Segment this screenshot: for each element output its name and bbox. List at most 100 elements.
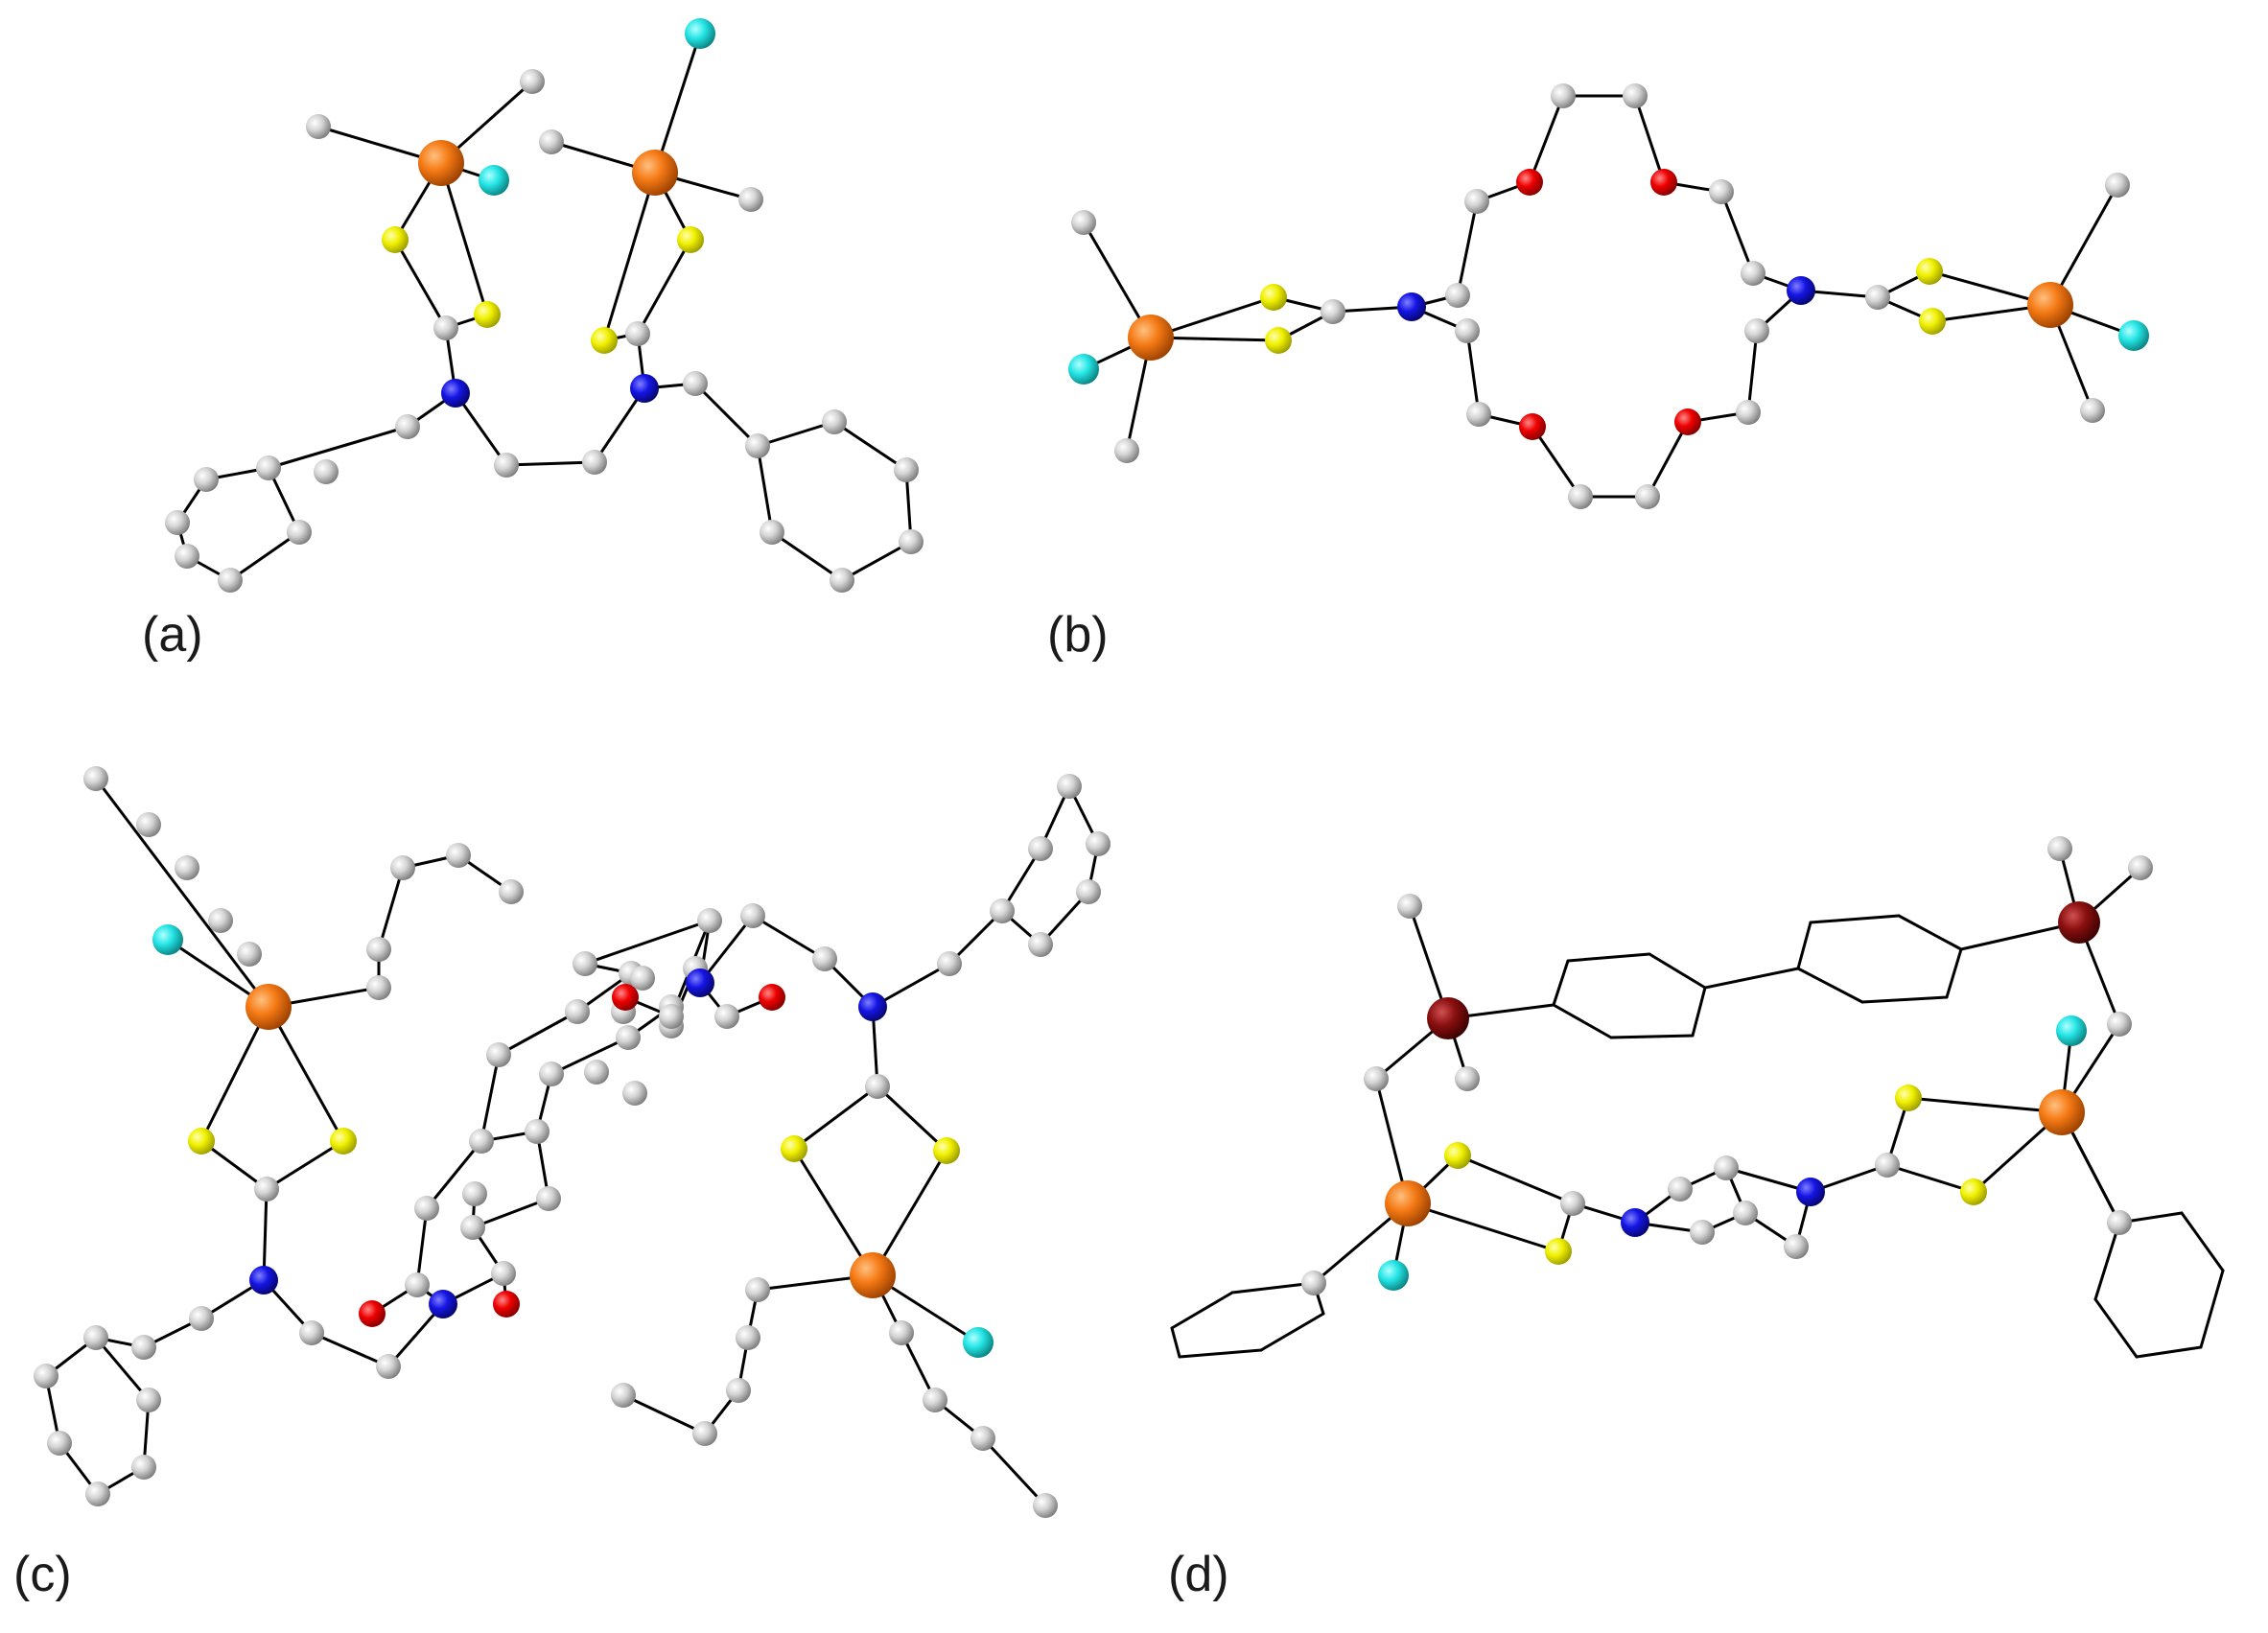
bond: [439, 161, 489, 316]
atom-c: [1364, 1066, 1389, 1091]
atom-cl: [2118, 320, 2149, 351]
bond: [840, 540, 913, 582]
atom-c: [625, 321, 650, 346]
atom-c: [889, 1320, 914, 1345]
bond: [1609, 1034, 1695, 1039]
atom-s: [1260, 284, 1287, 311]
bond: [981, 1436, 1047, 1507]
atom-c: [34, 1364, 58, 1388]
atom-c: [1086, 831, 1111, 856]
bond: [1906, 1096, 2064, 1114]
atom-c: [1071, 210, 1096, 235]
bond: [751, 914, 827, 961]
atom-c: [726, 1378, 751, 1403]
bond: [1646, 420, 1690, 499]
atom-c: [486, 1042, 511, 1067]
atom-c: [175, 544, 199, 569]
atom-c: [414, 1196, 439, 1221]
atom-c: [683, 371, 708, 396]
atom-cl: [1378, 1260, 1409, 1291]
atom-layer: [34, 18, 2153, 1518]
atom-c: [85, 1481, 110, 1506]
atom-c: [697, 908, 722, 933]
atom-n: [1796, 1178, 1825, 1206]
atom-c: [1568, 484, 1593, 509]
bond: [1703, 967, 1800, 990]
atom-c: [1076, 879, 1101, 904]
atom-c: [1397, 894, 1422, 919]
atom-c: [573, 951, 597, 976]
bond: [2093, 1297, 2139, 1359]
bond: [2199, 1269, 2225, 1349]
bond: [1796, 921, 1812, 970]
bond: [871, 1149, 948, 1277]
bond: [415, 1206, 429, 1287]
atom-c: [314, 459, 339, 484]
atom-c: [622, 1081, 647, 1106]
atom-c: [611, 1383, 636, 1408]
bond: [2135, 1345, 2203, 1359]
bond: [693, 382, 760, 448]
atom-o: [1674, 408, 1701, 435]
atom-c: [822, 409, 847, 434]
bond: [1456, 199, 1479, 297]
atom-c: [287, 520, 312, 545]
atom-c: [738, 187, 763, 212]
atom-c: [208, 908, 233, 933]
bond: [1648, 952, 1707, 990]
atom-s: [474, 301, 501, 328]
atom-c: [390, 855, 415, 880]
bond: [832, 420, 908, 472]
bond: [1406, 1201, 1560, 1253]
atom-cl: [1068, 354, 1099, 385]
atom-c: [1733, 1201, 1758, 1225]
atom-c: [83, 1325, 108, 1350]
atom-c: [499, 879, 524, 904]
bond: [653, 32, 702, 175]
atom-c: [740, 903, 765, 928]
atom-c: [256, 455, 281, 480]
atom-c: [736, 1325, 760, 1350]
atom-c: [745, 433, 770, 458]
atom-c: [2047, 836, 2072, 861]
atom-o: [1650, 169, 1677, 196]
bond: [1809, 914, 1901, 924]
bond: [1885, 1163, 1976, 1194]
bond: [1456, 1154, 1575, 1205]
bond: [425, 1139, 483, 1210]
atom-c: [1301, 1271, 1326, 1295]
atom-c: [1709, 179, 1734, 204]
bond: [1897, 914, 1963, 951]
bond: [549, 1036, 630, 1076]
atom-c: [970, 1426, 995, 1451]
atom-c: [446, 843, 471, 868]
bond: [199, 1139, 269, 1191]
atom-c: [2105, 173, 2130, 198]
bond: [871, 962, 951, 1009]
bond: [2180, 1211, 2225, 1272]
bond: [1719, 190, 1755, 275]
atom-sn: [246, 984, 292, 1030]
atom-s: [677, 226, 704, 253]
atom-s: [1895, 1085, 1922, 1111]
atom-c: [366, 937, 391, 962]
bond: [1531, 425, 1582, 499]
bond: [621, 1393, 707, 1435]
atom-c: [306, 114, 331, 139]
bond: [583, 919, 712, 966]
atom-o: [1516, 169, 1543, 196]
atom-c: [2107, 1012, 2132, 1037]
panel-label-c: (c): [13, 1547, 72, 1602]
atom-cl: [479, 165, 509, 196]
atom-s: [1919, 308, 1946, 335]
atom-o: [359, 1300, 386, 1327]
atom-c: [165, 510, 190, 535]
atom-cl: [685, 18, 715, 49]
panel-label-d: (d): [1168, 1547, 1229, 1602]
atom-c: [899, 529, 924, 554]
atom-c: [194, 467, 219, 492]
bond: [2093, 1221, 2121, 1301]
atom-c: [894, 457, 919, 482]
bond: [1633, 94, 1666, 184]
